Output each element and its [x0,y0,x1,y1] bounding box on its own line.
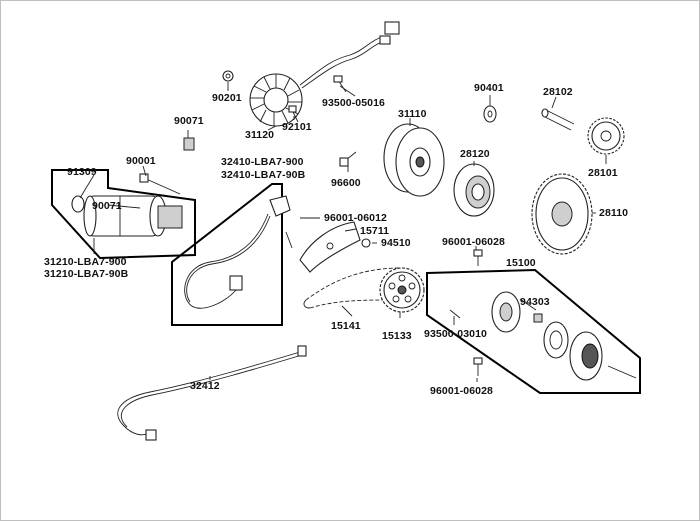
starter-clutch-group-outline [426,268,641,394]
callout-31120: 31120 [245,129,275,141]
shaft-28102 [541,108,575,131]
callout-91309: 91309 [67,166,97,178]
lead-cable-32412 [117,345,307,441]
starter-cable [184,195,291,309]
bolt-92101 [288,105,299,123]
chain-guide-plate [299,221,361,273]
bolt-90071-top [183,137,195,151]
callout-15141: 15141 [331,320,361,332]
callout-90001: 90001 [126,155,156,167]
callout-93500-05016: 93500-05016 [322,97,385,109]
starter-motor-group-outline [51,169,196,260]
callout-90071-mid: 90071 [92,200,122,212]
callout-96600: 96600 [331,177,361,189]
callout-96001-06012: 96001-06012 [324,212,387,224]
bolt-90201 [222,70,234,82]
one-way-clutch-28120 [453,163,495,217]
bolt-93500-05016 [333,75,347,93]
callout-28102: 28102 [543,86,573,98]
bolt-96001-06028-bot [473,357,483,376]
driven-gear-28110 [531,173,593,255]
callout-31110: 31110 [398,108,427,120]
callout-31210-lba7-90b: 31210-LBA7-90B [44,268,129,280]
starter-cable-group-outline [171,183,283,326]
callout-32412: 32412 [190,380,220,392]
callout-31210-lba7-900: 31210-LBA7-900 [44,256,127,268]
spring-94303 [533,313,543,323]
callout-15100: 15100 [506,257,536,269]
callout-28110: 28110 [599,207,629,219]
callout-94303: 94303 [520,296,550,308]
washer-90401 [483,105,497,123]
bolt-90001 [139,173,181,195]
callout-15711: 15711 [360,225,390,237]
callout-90401: 90401 [474,82,504,94]
clutch-hub [491,291,521,333]
callout-28101: 28101 [588,167,618,179]
o-ring-91309 [71,195,85,213]
clutch-shaft [607,365,637,379]
callout-28120: 28120 [460,148,490,160]
callout-15133: 15133 [382,330,412,342]
flywheel-rotor [383,123,445,197]
callout-96001-06028-top: 96001-06028 [442,236,505,248]
reduction-gear-28101 [587,117,625,155]
callout-32410-lba7-90b: 32410-LBA7-90B [221,169,306,181]
leader-lines [79,82,607,382]
callout-90071-top: 90071 [174,115,204,127]
callout-93500-03010: 93500-03010 [424,328,487,340]
starter-motor [83,195,183,237]
bolt-93500-03010 [449,309,461,319]
bolt-96001-06012 [285,231,293,249]
sprocket-15133 [379,267,425,313]
callout-96001-06028-bot: 96001-06028 [430,385,493,397]
bolt-96001-06028-top [473,249,483,266]
washer-94510 [361,238,371,248]
bolt-96600 [339,151,357,167]
clutch-housing [569,331,603,381]
callout-92101: 92101 [282,121,312,133]
callout-90201: 90201 [212,92,242,104]
callout-32410-lba7-900: 32410-LBA7-900 [221,156,304,168]
callout-94510: 94510 [381,237,411,249]
stator-coil [249,21,400,127]
clutch-rollers [543,321,569,359]
